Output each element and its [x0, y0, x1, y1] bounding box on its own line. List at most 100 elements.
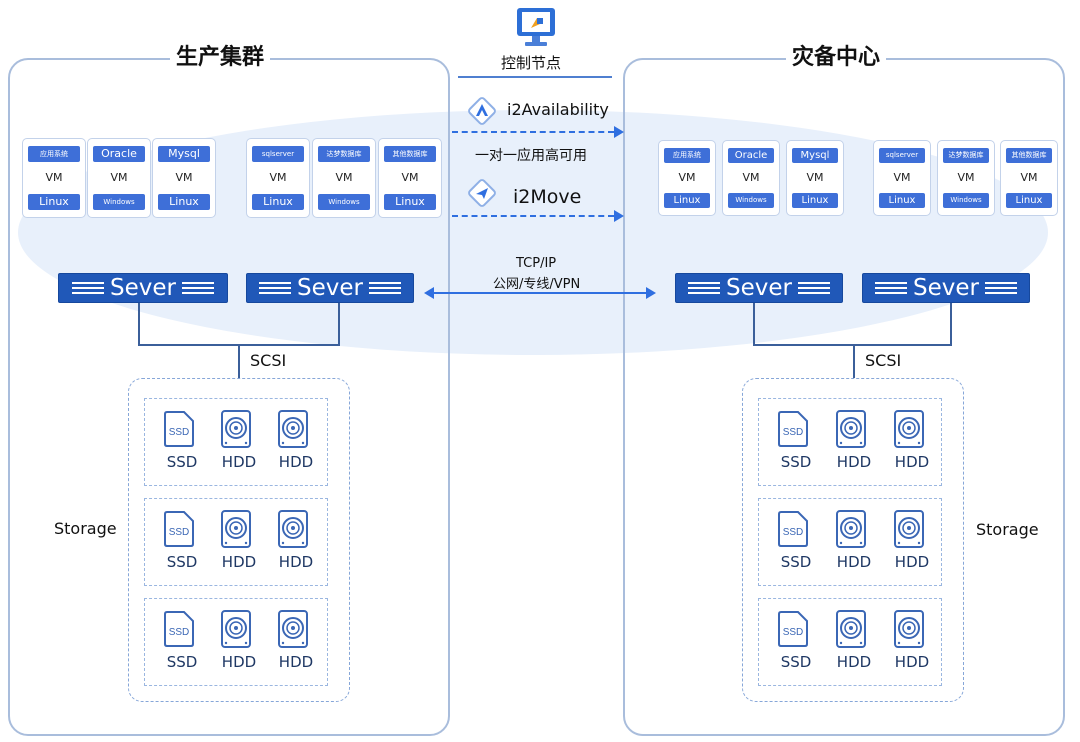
scsi-connector — [753, 344, 952, 346]
server-block: Sever — [675, 273, 843, 303]
storage-row — [758, 398, 942, 486]
disk-label: HDD — [221, 553, 257, 571]
disk-label: HDD — [221, 453, 257, 471]
vm-label: VM — [678, 171, 696, 184]
server-lines-icon — [259, 282, 292, 294]
vm-app-label: 其他数据库 — [1006, 148, 1052, 163]
network-protocol-label: TCP/IP — [516, 256, 557, 271]
vm-os-label: Windows — [318, 194, 370, 210]
vm-card: 其他数据库 VM Linux — [1000, 140, 1058, 216]
i2move-arrow — [452, 215, 614, 217]
disk-label: HDD — [278, 453, 314, 471]
disk-label: SSD — [166, 653, 198, 671]
vm-label: VM — [401, 171, 419, 184]
ssd-icon: SSD SSD — [162, 509, 202, 575]
storage-group — [128, 378, 350, 702]
storage-row — [758, 498, 942, 586]
disk-label: HDD — [894, 453, 930, 471]
ssd-icon: SSD SSD — [776, 509, 816, 575]
storage-label: Storage — [54, 519, 117, 538]
hdd-icon: HDD — [834, 409, 874, 475]
network-link-line — [434, 292, 646, 294]
scsi-connector — [338, 303, 340, 345]
svg-text:SSD: SSD — [169, 627, 190, 638]
vm-card: 应用系统 VM Linux — [658, 140, 716, 216]
vm-os-label: Linux — [384, 194, 436, 210]
scsi-connector — [138, 303, 140, 345]
ssd-icon: SSD SSD — [162, 609, 202, 675]
disk-label: HDD — [894, 653, 930, 671]
scsi-connector — [950, 303, 952, 345]
network-type-label: 公网/专线/VPN — [493, 277, 581, 292]
control-node-divider — [458, 76, 612, 78]
server-label: Sever — [297, 275, 363, 301]
ssd-icon: SSD SSD — [776, 409, 816, 475]
control-node-label: 控制节点 — [501, 54, 562, 72]
ssd-icon: SSD SSD — [162, 409, 202, 475]
disk-label: SSD — [166, 553, 198, 571]
vm-app-label: 应用系统 — [28, 146, 80, 162]
ha-caption: 一对一应用高可用 — [475, 148, 587, 164]
vm-label: VM — [269, 171, 287, 184]
scsi-label: SCSI — [865, 351, 902, 370]
hdd-icon: HDD — [276, 509, 316, 575]
storage-label: Storage — [976, 520, 1039, 539]
hdd-icon: HDD — [276, 609, 316, 675]
i2move-label: i2Move — [513, 186, 582, 208]
vm-card: 其他数据库 VM Linux — [378, 138, 442, 218]
svg-text:SSD: SSD — [783, 527, 804, 538]
hdd-icon: HDD — [276, 409, 316, 475]
disk-label: HDD — [221, 653, 257, 671]
vm-card: Mysql VM Linux — [152, 138, 216, 218]
disk-label: SSD — [780, 653, 812, 671]
scsi-connector — [238, 344, 240, 378]
vm-app-label: 其他数据库 — [384, 146, 436, 162]
hdd-icon: HDD — [834, 509, 874, 575]
vm-label: VM — [175, 171, 193, 184]
server-block: Sever — [862, 273, 1030, 303]
vm-label: VM — [957, 171, 975, 184]
vm-card: 应用系统 VM Linux — [22, 138, 86, 218]
hdd-icon: HDD — [219, 509, 259, 575]
scsi-connector — [753, 303, 755, 345]
server-label: Sever — [726, 275, 792, 301]
vm-label: VM — [806, 171, 824, 184]
disk-label: HDD — [894, 553, 930, 571]
vm-app-label: sqlserver — [252, 146, 304, 162]
hdd-icon: HDD — [219, 409, 259, 475]
i2move-arrowhead — [614, 210, 624, 222]
vm-card: sqlserver VM Linux — [246, 138, 310, 218]
vm-app-label: sqlserver — [879, 148, 925, 163]
vm-os-label: Linux — [792, 193, 838, 208]
vm-app-label: Mysql — [158, 146, 210, 162]
vm-os-label: Linux — [664, 193, 710, 208]
vm-app-label: 达梦数据库 — [318, 146, 370, 162]
vm-app-label: Oracle — [728, 148, 774, 163]
vm-label: VM — [110, 171, 128, 184]
vm-app-label: 应用系统 — [664, 148, 710, 163]
storage-row — [758, 598, 942, 686]
server-lines-icon — [688, 282, 721, 294]
vm-label: VM — [742, 171, 760, 184]
server-label: Sever — [913, 275, 979, 301]
vm-label: VM — [335, 171, 353, 184]
vm-os-label: Windows — [93, 194, 145, 210]
vm-os-label: Windows — [943, 193, 989, 208]
storage-row — [144, 598, 328, 686]
disk-label: HDD — [836, 553, 872, 571]
vm-os-label: Windows — [728, 193, 774, 208]
storage-group — [742, 378, 964, 702]
hdd-icon: HDD — [892, 409, 932, 475]
server-lines-icon — [72, 282, 105, 294]
hdd-icon: HDD — [892, 609, 932, 675]
storage-row — [144, 498, 328, 586]
disk-label: SSD — [780, 453, 812, 471]
svg-text:SSD: SSD — [783, 427, 804, 438]
svg-text:SSD: SSD — [783, 627, 804, 638]
dr-center-title: 灾备中心 — [786, 44, 887, 72]
network-arrowhead-left — [424, 287, 434, 299]
i2availability-arrow — [452, 131, 614, 133]
vm-os-label: Linux — [252, 194, 304, 210]
vm-os-label: Linux — [879, 193, 925, 208]
vm-card: Oracle VM Windows — [722, 140, 780, 216]
